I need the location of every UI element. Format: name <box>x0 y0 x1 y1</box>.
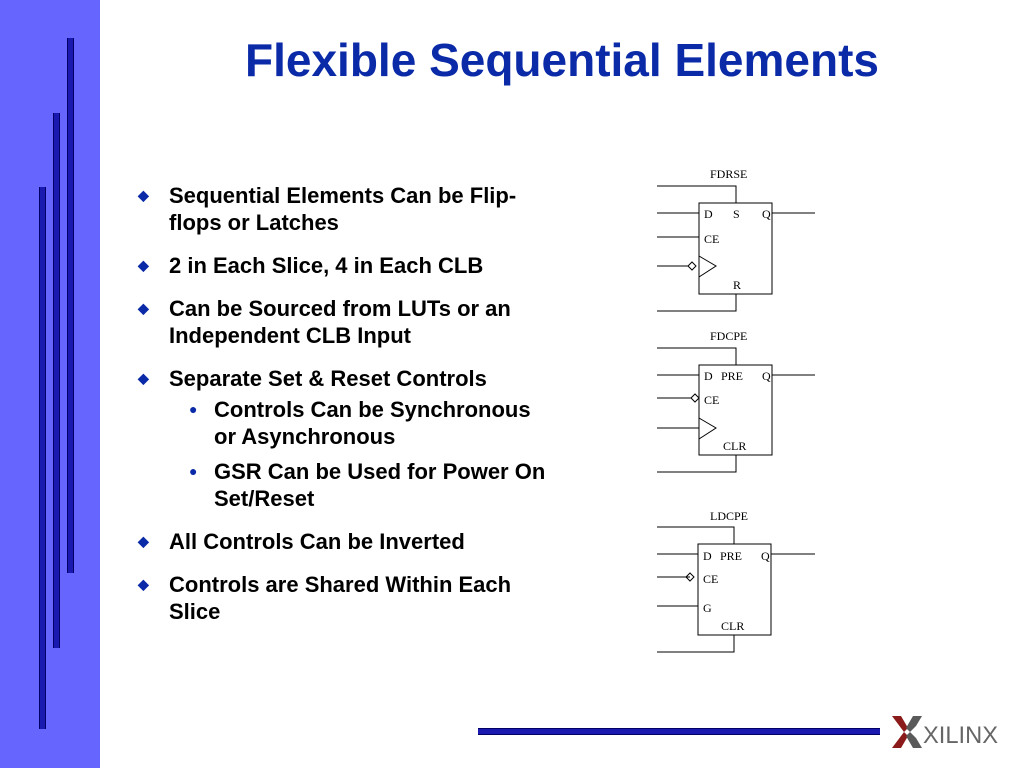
diamond-icon: ◆ <box>138 576 149 592</box>
fdcpe-ce-pin: CE <box>704 393 719 407</box>
ldcpe-pre-pin: PRE <box>720 549 742 563</box>
fdcpe-diagram: FDCPE D PRE Q CE CLR <box>657 329 815 473</box>
ldcpe-d-pin: D <box>703 549 712 563</box>
sub-bullet-text: Controls Can be Synchronous or Asynchron… <box>214 397 531 449</box>
bullet-item: ◆ Can be Sourced from LUTs or an Indepen… <box>134 295 554 349</box>
bullet-item: ◆ Separate Set & Reset Controls ● Contro… <box>134 365 554 512</box>
bullet-item: ◆ Controls are Shared Within Each Slice <box>134 571 554 625</box>
fdcpe-d-pin: D <box>704 369 713 383</box>
fdrse-diagram: FDRSE D S Q CE R <box>657 167 815 312</box>
left-sidebar <box>0 0 100 768</box>
bullet-item: ◆ All Controls Can be Inverted <box>134 528 554 555</box>
xilinx-logo: XILINX <box>892 716 998 749</box>
flip-flop-diagrams: FDRSE D S Q CE R FDCPE D PRE Q CE CLR LD… <box>657 167 815 653</box>
diamond-icon: ◆ <box>138 370 149 386</box>
bullet-text: Can be Sourced from LUTs or an Independe… <box>169 296 511 348</box>
sub-bullet-list: ● Controls Can be Synchronous or Asynchr… <box>169 396 554 512</box>
sidebar-bar-3 <box>39 187 46 729</box>
fdrse-q-pin: Q <box>762 207 771 221</box>
fdrse-s-pin: S <box>733 207 740 221</box>
bullet-text: Controls are Shared Within Each Slice <box>169 572 512 624</box>
fdrse-label: FDRSE <box>710 167 747 181</box>
fdrse-d-pin: D <box>704 207 713 221</box>
bullet-text: Sequential Elements Can be Flip-flops or… <box>169 183 517 235</box>
diamond-icon: ◆ <box>138 533 149 549</box>
xilinx-x-logo-icon <box>892 716 922 748</box>
ldcpe-diagram: LDCPE D PRE Q CE G CLR <box>657 509 815 653</box>
fdrse-r-pin: R <box>733 278 741 292</box>
ldcpe-g-pin: G <box>703 601 712 615</box>
diamond-icon: ◆ <box>138 257 149 273</box>
diamond-icon: ◆ <box>138 187 149 203</box>
bullet-item: ◆ 2 in Each Slice, 4 in Each CLB <box>134 252 554 279</box>
fdcpe-pre-pin: PRE <box>721 369 743 383</box>
fdcpe-clr-pin: CLR <box>723 439 746 453</box>
page-title: Flexible Sequential Elements <box>245 34 879 86</box>
bullet-text: All Controls Can be Inverted <box>169 529 465 554</box>
sidebar-bar-2 <box>53 113 60 648</box>
bullet-item: ◆ Sequential Elements Can be Flip-flops … <box>134 182 554 236</box>
ldcpe-label: LDCPE <box>710 509 748 523</box>
sub-bullet-text: GSR Can be Used for Power On Set/Reset <box>214 459 546 511</box>
ldcpe-q-pin: Q <box>761 549 770 563</box>
bullet-text: 2 in Each Slice, 4 in Each CLB <box>169 253 484 278</box>
sub-bullet-item: ● GSR Can be Used for Power On Set/Reset <box>169 458 554 512</box>
ldcpe-clr-pin: CLR <box>721 619 744 633</box>
bottom-rule <box>478 728 880 735</box>
fdcpe-label: FDCPE <box>710 329 747 343</box>
ldcpe-ce-pin: CE <box>703 572 718 586</box>
diamond-icon: ◆ <box>138 300 149 316</box>
xilinx-logo-text: XILINX <box>923 722 998 749</box>
dot-icon: ● <box>189 401 198 417</box>
sidebar-bar-1 <box>67 38 74 573</box>
fdcpe-q-pin: Q <box>762 369 771 383</box>
sub-bullet-item: ● Controls Can be Synchronous or Asynchr… <box>169 396 554 450</box>
bullet-text: Separate Set & Reset Controls <box>169 366 487 391</box>
bullet-list: ◆ Sequential Elements Can be Flip-flops … <box>134 182 554 641</box>
dot-icon: ● <box>189 463 198 479</box>
fdrse-ce-pin: CE <box>704 232 719 246</box>
